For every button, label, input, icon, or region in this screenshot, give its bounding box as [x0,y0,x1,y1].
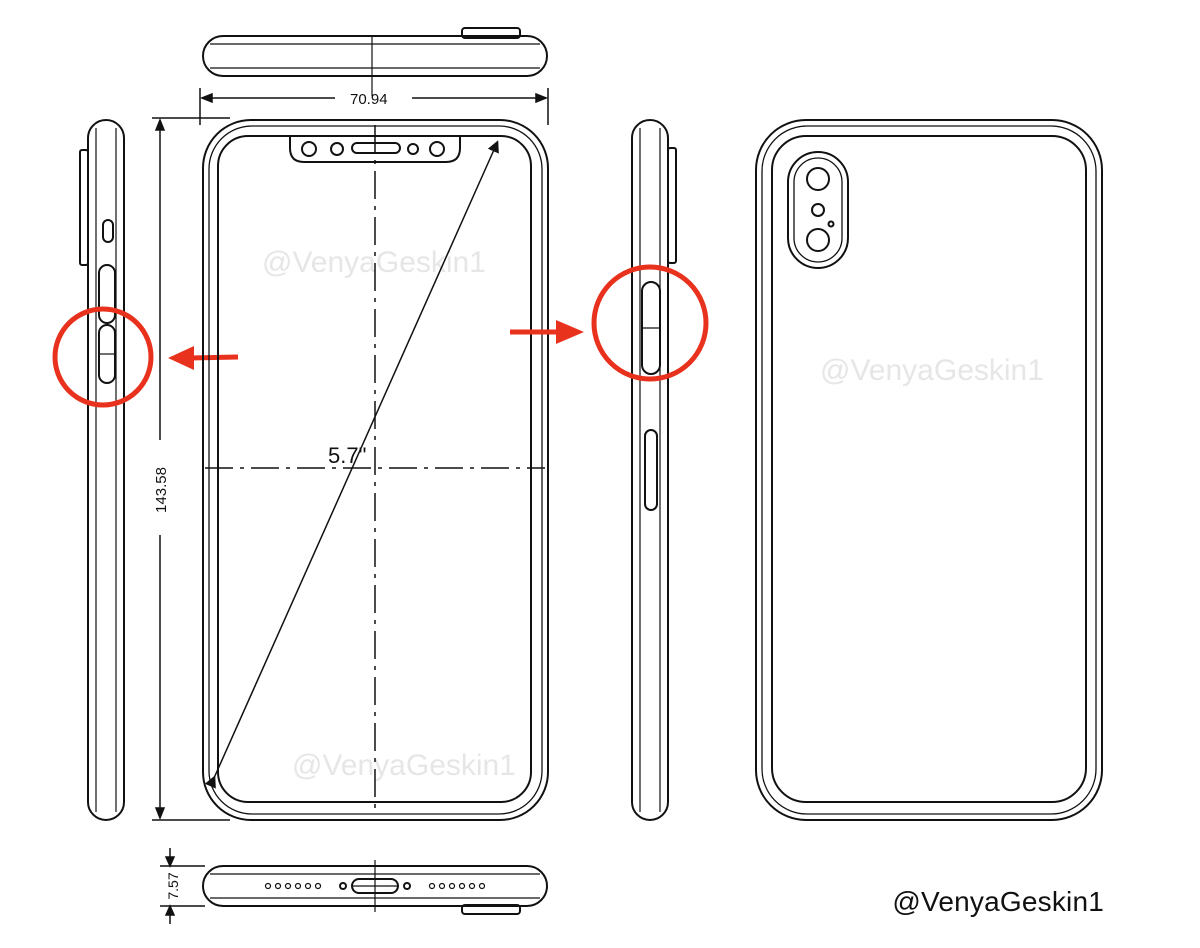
watermark-front-bottom: @VenyaGeskin1 [292,749,516,782]
author-signature: @VenyaGeskin1 [892,886,1104,917]
diagonal-label: 5.7" [328,443,366,468]
centerlines [205,125,545,815]
width-label: 70.94 [350,91,388,108]
speaker-holes-right [428,882,486,890]
right-highlight-circle [591,264,709,382]
watermark-front-top: @VenyaGeskin1 [262,246,486,279]
speaker-holes-left [264,882,322,890]
right-side-view [631,119,677,821]
thickness-label: 7.57 [165,872,181,899]
height-label: 143.58 [153,467,170,513]
thickness-dimension [160,848,205,924]
diagonal-arrow [204,140,499,789]
bottom-view [202,860,548,915]
right-arrow [510,320,584,344]
watermark-back: @VenyaGeskin1 [820,354,1044,387]
left-side-view [79,119,125,821]
left-highlight-circle [52,306,154,408]
back-view [755,119,1103,821]
width-dimension [199,88,549,125]
top-view [202,27,548,96]
height-dimension [152,117,230,821]
